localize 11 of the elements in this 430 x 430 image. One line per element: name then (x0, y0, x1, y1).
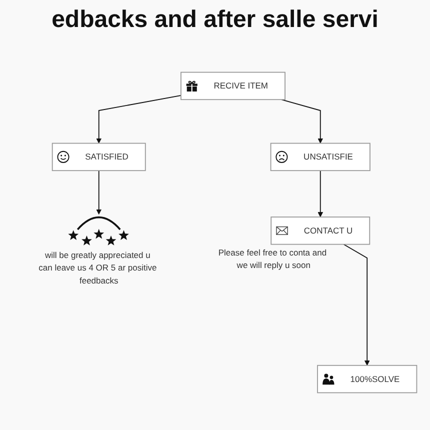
node-label: Please feel free to conta and we will reply u soon (218, 246, 327, 270)
node-box: CONTACT U (270, 216, 370, 244)
arrow (318, 170, 324, 217)
node-box: RECIVE ITEM (180, 71, 286, 100)
title: edbacks and after salle servi (52, 6, 378, 34)
node-label: will be greatly appreciated u can leave us 4 OR 5 ar positive feedbacks (38, 250, 157, 285)
node-box: 100%SOLVE (317, 364, 418, 393)
arrow (96, 170, 102, 214)
node-box: SATISFIED (52, 142, 146, 171)
arrow (343, 243, 370, 366)
node-box: UNSATISFIE (270, 142, 370, 171)
